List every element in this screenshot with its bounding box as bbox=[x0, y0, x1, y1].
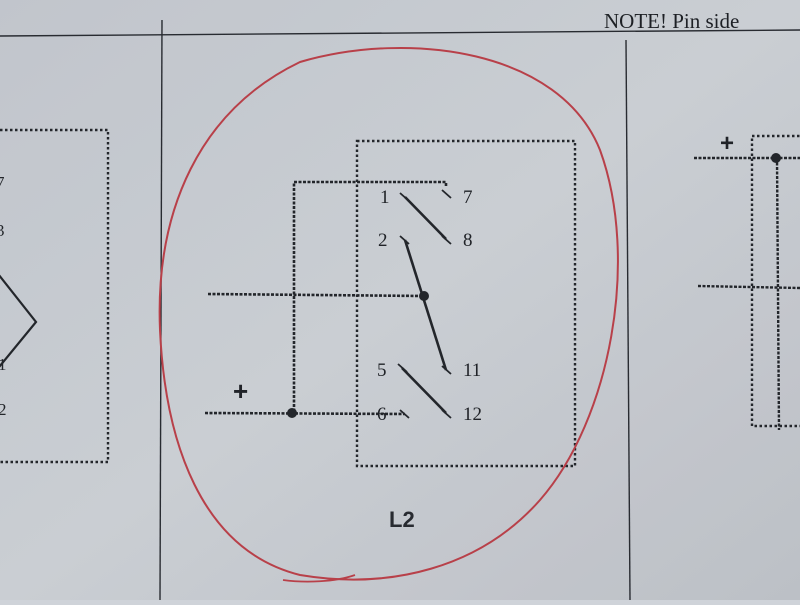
common-input-wire bbox=[207, 292, 425, 298]
positive-terminal-sign: + bbox=[233, 376, 248, 406]
pin-label-12: 12 bbox=[463, 404, 482, 425]
junction-dot-positive bbox=[287, 408, 297, 418]
pin-label-8: 8 bbox=[463, 230, 473, 251]
terminal-mark bbox=[441, 365, 452, 375]
header-rule bbox=[0, 29, 800, 37]
right-vertical-wire bbox=[775, 157, 781, 431]
switch-lever-1-8 bbox=[404, 196, 447, 240]
terminal-mark bbox=[441, 409, 452, 419]
pin-label-11: 11 bbox=[463, 360, 481, 381]
red-pen-circle bbox=[158, 46, 619, 581]
center-pin-box bbox=[355, 139, 577, 468]
left-pin-label: 3 bbox=[0, 221, 5, 240]
terminal-mark bbox=[397, 363, 408, 373]
red-pen-overstroke bbox=[282, 574, 356, 583]
right-common-wire bbox=[697, 284, 800, 290]
pin-label-5: 5 bbox=[377, 360, 387, 381]
positive-wire bbox=[204, 411, 406, 416]
right-panel: + bbox=[694, 130, 800, 431]
terminal-mark bbox=[441, 189, 452, 199]
column-divider-2 bbox=[625, 39, 631, 601]
left-pin-label: 7 bbox=[0, 173, 5, 192]
wire-group bbox=[204, 180, 448, 416]
switch-levers bbox=[401, 196, 448, 414]
pin-label-6: 6 bbox=[377, 404, 387, 425]
terminal-mark bbox=[399, 192, 410, 202]
right-positive-sign: + bbox=[720, 130, 734, 157]
right-pin-box bbox=[750, 134, 800, 428]
pin-label-7: 7 bbox=[463, 187, 473, 208]
junction-dot-common bbox=[419, 291, 429, 301]
terminal-mark bbox=[399, 235, 410, 245]
diagram-caption: L2 bbox=[389, 507, 415, 532]
column-divider-1 bbox=[159, 19, 163, 601]
left-panel: 7 3 1 2 bbox=[0, 128, 110, 464]
left-switch-line bbox=[0, 274, 38, 368]
table-grid bbox=[0, 19, 800, 601]
pin-label-2: 2 bbox=[378, 230, 388, 251]
right-junction-dot bbox=[771, 153, 781, 163]
switch-lever-5-12 bbox=[401, 367, 447, 414]
feedback-wire bbox=[292, 180, 448, 413]
terminal-marks bbox=[397, 189, 452, 419]
terminal-mark bbox=[399, 409, 410, 419]
terminal-mark bbox=[441, 235, 452, 245]
right-wires bbox=[694, 156, 800, 431]
header-note: NOTE! Pin side bbox=[604, 9, 739, 33]
switch-lever-2-11 bbox=[403, 239, 448, 371]
pin-label-1: 1 bbox=[380, 187, 390, 208]
center-panel: 1 2 5 6 7 8 11 12 + L2 bbox=[158, 46, 619, 583]
left-pin-label: 2 bbox=[0, 400, 7, 419]
pin-labels: 1 2 5 6 7 8 11 12 bbox=[377, 187, 482, 425]
left-pin-label: 1 bbox=[0, 355, 7, 374]
